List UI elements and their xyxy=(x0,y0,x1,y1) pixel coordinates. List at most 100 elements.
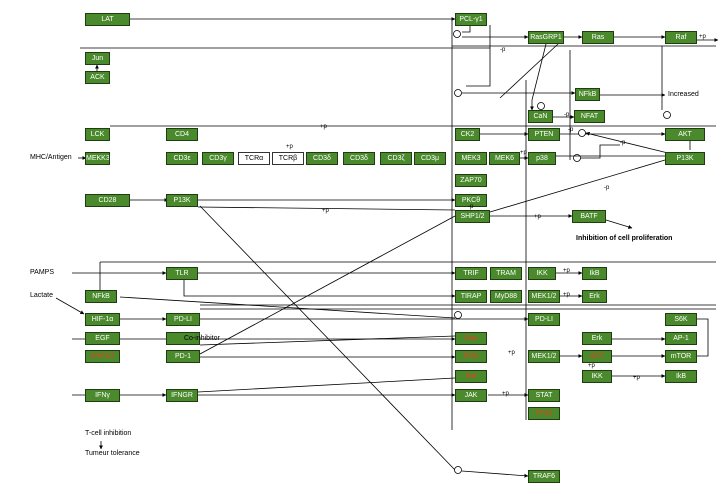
node-traf6[interactable]: TRAF6 xyxy=(528,470,560,483)
mark-p-cd3: +p xyxy=(286,144,293,150)
compound-circle-3 xyxy=(537,102,545,110)
mark-p-cd28: +p xyxy=(322,208,329,214)
node-tirap[interactable]: TIRAP xyxy=(455,290,487,303)
node-cd3e[interactable]: CD3ε xyxy=(166,152,198,165)
node-raf-red[interactable]: Raf xyxy=(455,370,487,383)
node-ap1[interactable]: AP-1 xyxy=(665,332,697,345)
node-pten[interactable]: PTEN xyxy=(528,128,560,141)
mark-p-akt: -p xyxy=(620,140,626,146)
node-cd3d2[interactable]: CD3δ xyxy=(343,152,375,165)
node-akt[interactable]: AKT xyxy=(665,128,705,141)
node-raf[interactable]: Raf xyxy=(665,31,697,44)
node-erk-mid[interactable]: Erk xyxy=(582,332,612,345)
compound-circle-2 xyxy=(454,89,462,97)
compound-circle-1 xyxy=(453,30,461,38)
node-ras-red[interactable]: Ras xyxy=(455,332,487,345)
label-cell-proliferation: Inhibition of cell proliferation xyxy=(576,235,673,242)
edge-nfkb-pdl1 xyxy=(119,296,456,319)
mark-p-jak: +p xyxy=(502,391,509,397)
node-mek3[interactable]: MEK3 xyxy=(455,152,487,165)
node-jun[interactable]: Jun xyxy=(85,52,110,65)
node-s6k[interactable]: S6K xyxy=(665,313,697,326)
node-ikk-top[interactable]: IKK xyxy=(528,267,556,280)
node-ras[interactable]: Ras xyxy=(582,31,614,44)
node-batf[interactable]: BATF xyxy=(572,210,606,223)
label-mhc-antigen: MHC/Antigen xyxy=(30,154,72,161)
node-hif1a[interactable]: HIF-1α xyxy=(85,313,120,326)
edge-p13k-pten xyxy=(585,131,669,154)
edge-batf-inhib xyxy=(605,219,633,229)
mark-p-ras: -p xyxy=(500,47,506,53)
edge-ras-cross xyxy=(499,43,559,99)
node-tram[interactable]: TRAM xyxy=(490,267,522,280)
node-mtor[interactable]: mTOR xyxy=(665,350,697,363)
node-zap70[interactable]: ZAP70 xyxy=(455,174,487,187)
node-myd88[interactable]: MyD88 xyxy=(490,290,522,303)
mark-p-mek: +p xyxy=(508,350,515,356)
edge-plcg1-down xyxy=(466,25,491,87)
node-nfat[interactable]: NFAT xyxy=(574,110,605,123)
node-tcra[interactable]: TCRα xyxy=(238,152,270,165)
edge-lactate-hif xyxy=(55,297,85,315)
node-pd1[interactable]: PD-1 xyxy=(166,350,200,363)
node-ck2[interactable]: CK2 xyxy=(455,128,480,141)
node-mekk3[interactable]: MEKK3 xyxy=(85,152,110,165)
node-nfkb-mid[interactable]: NFkB xyxy=(85,290,117,303)
node-hif-red[interactable]: SHP1/2 xyxy=(85,350,120,363)
node-ikb-bottom[interactable]: IkB xyxy=(665,370,697,383)
node-ifngr[interactable]: IFNGR xyxy=(166,389,198,402)
edge-circle-traf6 xyxy=(461,470,529,478)
node-pkc[interactable]: PKCθ xyxy=(455,194,487,207)
node-jak[interactable]: JAK xyxy=(455,389,487,402)
node-ikb-top[interactable]: IkB xyxy=(582,267,607,280)
node-pdl1-right[interactable]: PD-LI xyxy=(528,313,560,326)
node-co-inhibitor[interactable] xyxy=(166,332,200,345)
compound-circle-5 xyxy=(578,129,586,137)
mark-p-pkc: -p xyxy=(468,204,474,210)
node-p38[interactable]: p38 xyxy=(528,152,556,165)
edge-pdl1-ras xyxy=(199,335,456,346)
node-nfkb-top[interactable]: NFkB xyxy=(575,88,600,101)
mark-p-ikb: +p xyxy=(563,268,570,274)
node-tcrb[interactable]: TCRβ xyxy=(272,152,304,165)
node-mek12-mid[interactable]: MEK1/2 xyxy=(528,350,560,363)
node-cd3g[interactable]: CD3γ xyxy=(202,152,234,165)
node-mek12-top[interactable]: MEK1/2 xyxy=(528,290,560,303)
label-tumour-tolerance: Tumeur tolerance xyxy=(85,450,140,457)
node-shp12[interactable]: SHP1/2 xyxy=(455,210,490,223)
node-ikk-bottom[interactable]: IKK xyxy=(582,370,612,383)
mark-p-p13k: -p xyxy=(604,185,610,191)
node-lat[interactable]: LAT xyxy=(85,13,130,26)
node-cd4[interactable]: CD4 xyxy=(166,128,198,141)
node-akt-red[interactable]: AKT xyxy=(582,350,612,363)
node-tlr[interactable]: TLR xyxy=(166,267,198,280)
node-pi3k-red[interactable]: PI3K xyxy=(455,350,487,363)
node-plcg1[interactable]: PCL-γ1 xyxy=(455,13,487,26)
node-p13k-left[interactable]: P13K xyxy=(166,194,198,207)
node-pdl1-left[interactable]: PD-LI xyxy=(166,313,200,326)
label-co-inhibitor: Co-inhibitor xyxy=(184,335,220,342)
node-stat[interactable]: STAT xyxy=(528,389,560,402)
compound-circle-4 xyxy=(663,111,671,119)
node-cd3z[interactable]: CD3ζ xyxy=(380,152,412,165)
node-mek6[interactable]: MEK6 xyxy=(489,152,520,165)
node-ack[interactable]: ACK xyxy=(85,71,110,84)
mark-p-mtor: +p xyxy=(588,363,595,369)
node-stat-red[interactable]: FTS2 xyxy=(528,407,560,420)
node-cd28[interactable]: CD28 xyxy=(85,194,130,207)
node-cd3u[interactable]: CD3μ xyxy=(414,152,446,165)
compound-circle-6 xyxy=(573,154,581,162)
node-erk-top[interactable]: Erk xyxy=(582,290,607,303)
edge-rasgrp1-can xyxy=(530,43,547,111)
node-can[interactable]: CaN xyxy=(528,110,553,123)
node-ifng[interactable]: IFNγ xyxy=(85,389,120,402)
edge-s6k-loop xyxy=(697,318,709,357)
edge-tlr-tirap xyxy=(183,280,456,298)
mark-p-nfat: -p xyxy=(564,112,570,118)
node-cd3d1[interactable]: CD3δ xyxy=(306,152,338,165)
node-rasgrp1[interactable]: RasGRP1 xyxy=(528,31,564,44)
node-egf[interactable]: EGF xyxy=(85,332,120,345)
node-trif[interactable]: TRIF xyxy=(455,267,487,280)
node-lck[interactable]: LCK xyxy=(85,128,110,141)
node-p13k-right[interactable]: P13K xyxy=(665,152,705,165)
